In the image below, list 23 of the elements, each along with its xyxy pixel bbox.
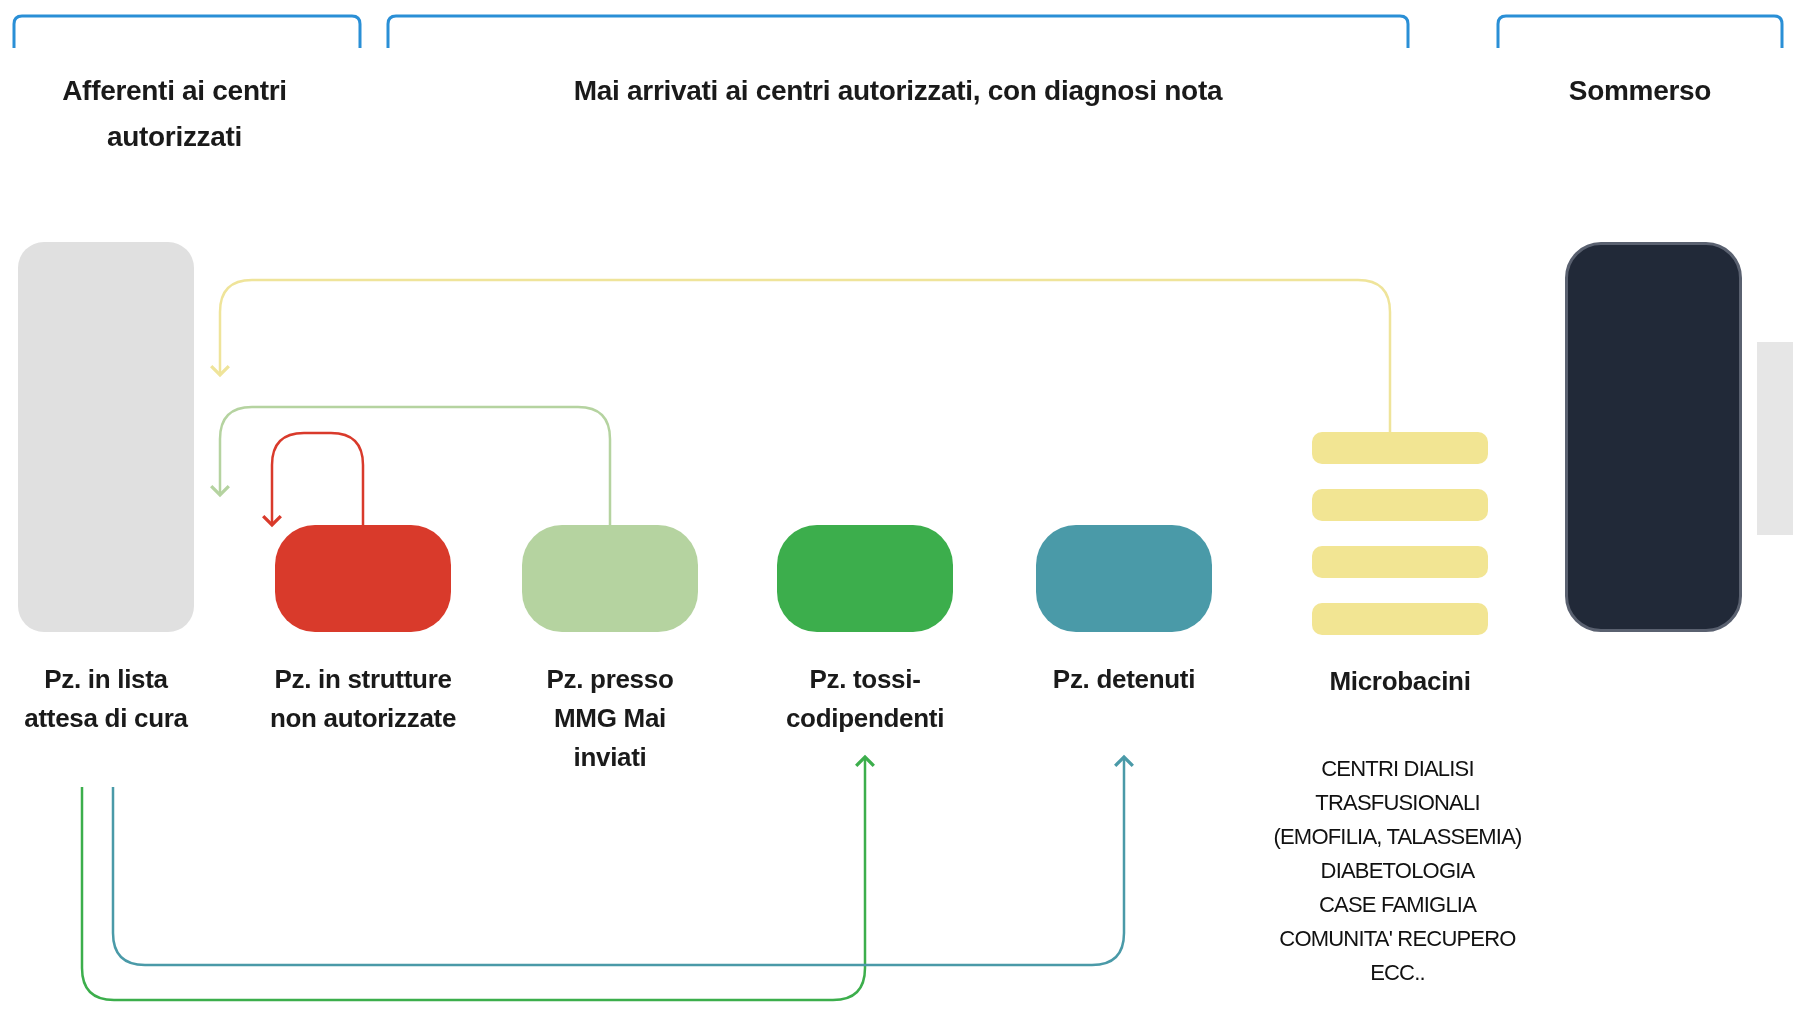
arrow [209,405,612,525]
node-label: Pz. in strutture non autorizzate [268,663,458,735]
arrow [261,431,365,527]
group-heading: Sommerso [1567,74,1713,108]
arrow [80,755,876,1002]
panel [1757,342,1793,535]
dark-block [1565,242,1742,632]
node-label: Pz. presso MMG Mai inviati [545,663,675,774]
list-item: CASE FAMIGLIA [1318,891,1477,919]
node-label: Microbacini [1329,665,1471,698]
list-item: ECC.. [1370,959,1425,987]
node-label: Pz. in lista attesa di cura [23,663,189,735]
list-item: CENTRI DIALISI [1321,755,1474,783]
group-heading: Afferenti ai centri autorizzati [62,74,287,154]
arrow [209,278,1392,432]
arrow [111,755,1135,967]
list-item: DIABETOLOGIA [1320,857,1475,885]
list-item: COMUNITA' RECUPERO [1279,925,1516,953]
group-heading: Mai arrivati ai centri autorizzati, con diagnosi nota [572,74,1224,108]
list-item: TRASFUSIONALI [1315,789,1480,817]
list-item: (EMOFILIA, TALASSEMIA) [1273,823,1522,851]
node-label: Pz. detenuti [1052,663,1196,696]
node-label: Pz. tossi-codipendenti [784,663,946,735]
